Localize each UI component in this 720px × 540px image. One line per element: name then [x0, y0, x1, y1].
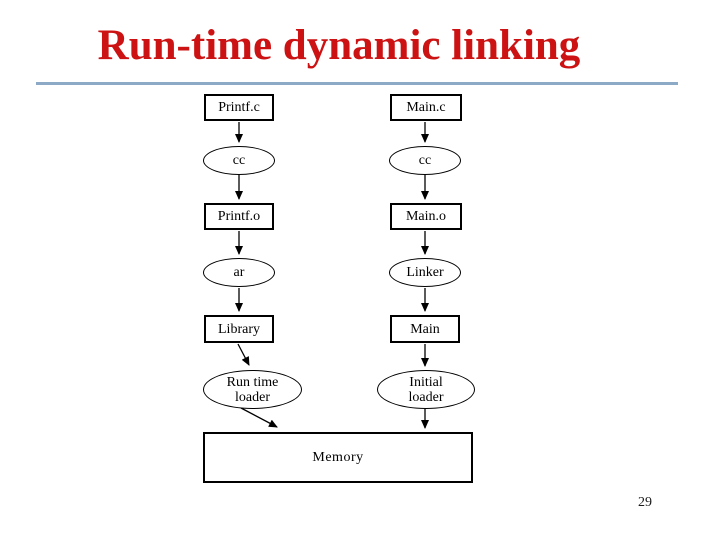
node-label: ar: [233, 265, 245, 280]
node-linker: Linker: [389, 258, 461, 287]
arrow-library-to-runtime-loader: [237, 343, 250, 366]
slide-title: Run-time dynamic linking: [97, 22, 581, 69]
node-label: Main.o: [405, 209, 447, 224]
node-label: Printf.o: [217, 209, 261, 224]
node-label: Library: [218, 321, 260, 337]
node-label: Main: [410, 321, 440, 337]
node-initial-loader: Initial loader: [377, 370, 475, 409]
node-memory: Memory: [203, 432, 473, 483]
node-label: cc: [232, 153, 246, 168]
arrow-runtime-loader-to-memory: [240, 407, 278, 428]
node-library: Library: [204, 315, 274, 343]
page-number: 29: [638, 495, 652, 510]
node-label-line1: Initial: [409, 374, 443, 390]
node-main: Main: [390, 315, 460, 343]
title-rule: [36, 82, 678, 85]
node-cc-right: cc: [389, 146, 461, 175]
node-label-line1: Run time: [226, 374, 279, 390]
node-label: Memory: [312, 449, 364, 465]
node-label-line2: loader: [408, 389, 444, 405]
node-label: Linker: [406, 265, 444, 280]
node-label: Main.c: [406, 100, 446, 115]
node-label-line2: loader: [235, 389, 270, 405]
node-main-c: Main.c: [390, 94, 462, 121]
node-label: cc: [418, 153, 432, 168]
node-printf-c: Printf.c: [204, 94, 274, 121]
node-main-o: Main.o: [390, 203, 462, 230]
node-run-time-loader: Run time loader: [203, 370, 302, 409]
node-cc-left: cc: [203, 146, 275, 175]
node-label: Printf.c: [218, 100, 260, 115]
node-printf-o: Printf.o: [204, 203, 274, 230]
node-ar: ar: [203, 258, 275, 287]
